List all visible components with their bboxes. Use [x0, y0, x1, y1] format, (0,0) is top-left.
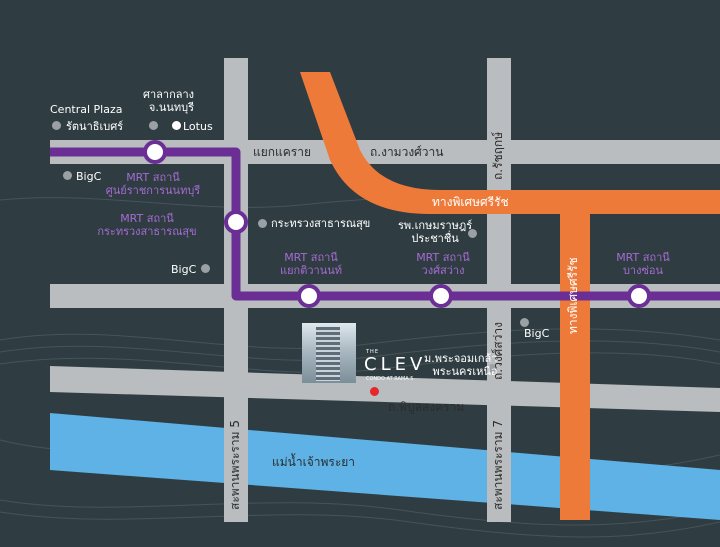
road-pibulsongkram: [50, 366, 720, 412]
label-bigc-1: BigC: [76, 170, 102, 183]
station-marker-nonthaburi-civic: [143, 140, 167, 164]
project-tower: [316, 327, 340, 381]
poi-dot-central-plaza: [52, 121, 61, 130]
station-marker-bang-son: [627, 284, 651, 308]
project-logo-name: CLEV: [364, 354, 427, 375]
poi-dot-ministry: [258, 219, 267, 228]
label-hospital: รพ.เกษมราษฎร์ ประชาชื่น: [398, 219, 473, 245]
poi-dot-bigc-1: [63, 171, 72, 180]
label-central-plaza-name: Central Plaza: [50, 103, 123, 116]
poi-dot-court: [149, 121, 158, 130]
label-station-tiwanon: MRT สถานี แยกติวานนท์: [280, 251, 342, 277]
label-central-plaza-branch: รัตนาธิเบศร์: [66, 120, 124, 133]
poi-dot-hospital: [468, 229, 477, 238]
expressway-vertical: [560, 190, 590, 520]
label-station-ministry: MRT สถานี กระทรวงสาธารณสุข: [97, 212, 197, 238]
project-logo-top: THE: [366, 349, 379, 355]
river: [50, 413, 720, 520]
poi-dot-bigc-2: [201, 264, 210, 273]
poi-dot-university: [488, 364, 497, 373]
label-university: ม.พระจอมเกล้า พระนครเหนือ: [424, 352, 498, 378]
project-logo-bottom: CONDO AT RAMA 5: [366, 376, 414, 382]
label-river: แม่น้ำเจ้าพระยา: [272, 455, 356, 469]
mrt-station-markers: [143, 140, 651, 308]
label-bigc-3: BigC: [524, 327, 550, 340]
label-expressway-horizontal: ทางพิเศษศรีรัช: [432, 195, 509, 209]
label-rama5-bridge: สะพานพระราม 5: [228, 420, 242, 510]
project-location-pin: [370, 387, 379, 396]
label-station-wongsawang: MRT สถานี วงศ์สว่าง: [416, 251, 470, 277]
project-building-image: [302, 323, 356, 383]
station-marker-tiwanon: [297, 284, 321, 308]
label-lotus: Lotus: [183, 120, 213, 133]
label-bigc-2: BigC: [171, 263, 197, 276]
poi-dot-bigc-3: [520, 318, 529, 327]
label-ministry: กระทรวงสาธารณสุข: [271, 217, 371, 230]
label-court: ศาลากลาง จ.นนทบุรี: [143, 88, 195, 114]
label-rama7-bridge: สะพานพระราม 7: [491, 420, 505, 510]
label-station-bang-son: MRT สถานี บางซ่อน: [616, 251, 670, 277]
label-pibulsongkram-road: ถ.พิบูลสงคราม: [388, 400, 465, 414]
expressway: [300, 72, 720, 520]
label-khae-rai-junction: แยกแคราย: [253, 145, 312, 159]
label-wongsawang-road: ถ.วงศ์สว่าง: [491, 322, 505, 380]
label-station-nonthaburi-civic: MRT สถานี ศูนย์ราชการนนทบุรี: [105, 171, 201, 197]
label-ngamwongwan-road: ถ.งามวงศ์วาน: [370, 145, 444, 159]
station-marker-wongsawang: [429, 284, 453, 308]
road-ratchapruek: [487, 58, 511, 522]
poi-dot-lotus: [172, 121, 181, 130]
label-expressway-vertical: ทางพิเศษศรีรัช: [566, 257, 580, 334]
label-ratchapruek-road: ถ.รัชฤกษ์: [491, 131, 505, 180]
station-marker-ministry: [224, 210, 248, 234]
expressway-curve: [300, 72, 720, 214]
